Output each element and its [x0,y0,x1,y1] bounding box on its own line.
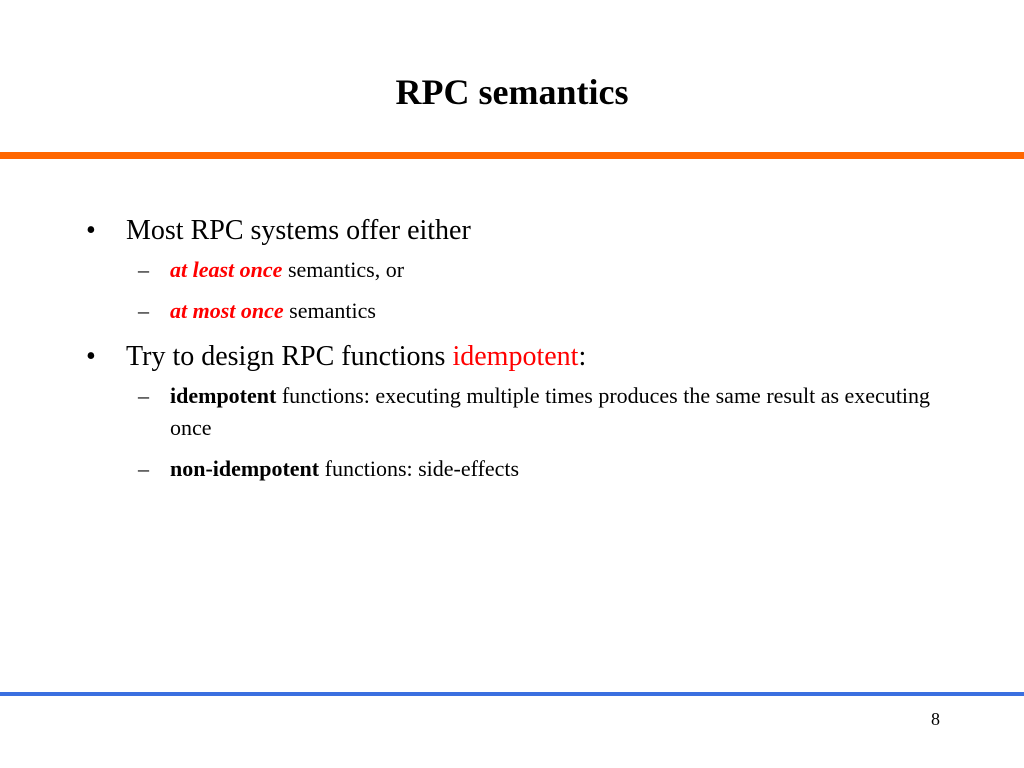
bold-term: non-idempotent [170,456,320,481]
slide-title: RPC semantics [395,72,629,112]
bullet-text-suffix: : [578,341,587,372]
bullet-icon: • [86,215,96,246]
top-divider [0,152,1024,159]
sub-bullet-text: semantics, or [282,257,405,282]
dash-icon: – [138,298,149,323]
bullet-icon: • [86,341,96,372]
sub-bullet-item: – at least once semantics, or [84,254,964,286]
dash-icon: – [138,383,149,408]
highlight-term: at least once [170,257,283,282]
bullet-text: Most RPC systems offer either [126,215,471,246]
sub-bullet-item: – at most once semantics [84,295,964,327]
bold-term: idempotent [170,383,277,408]
sub-bullet-text: semantics [283,298,376,323]
sub-bullet-text: functions: executing multiple times prod… [170,383,931,440]
bullet-item: • Most RPC systems offer either [84,210,964,252]
sub-bullet-item: – idempotent functions: executing multip… [84,380,950,444]
bullet-item: • Try to design RPC functions idempotent… [84,336,964,378]
bullet-text: Try to design RPC functions [126,341,453,372]
dash-icon: – [138,257,149,282]
bottom-divider [0,692,1024,696]
sub-bullet-item: – non-idempotent functions: side-effects [84,453,964,485]
highlight-term: at most once [170,298,284,323]
page-number: 8 [931,709,940,729]
dash-icon: – [138,456,149,481]
slide-content: • Most RPC systems offer either – at lea… [84,210,964,494]
highlight-term: idempotent [452,341,579,372]
sub-bullet-text: functions: side-effects [319,456,520,481]
